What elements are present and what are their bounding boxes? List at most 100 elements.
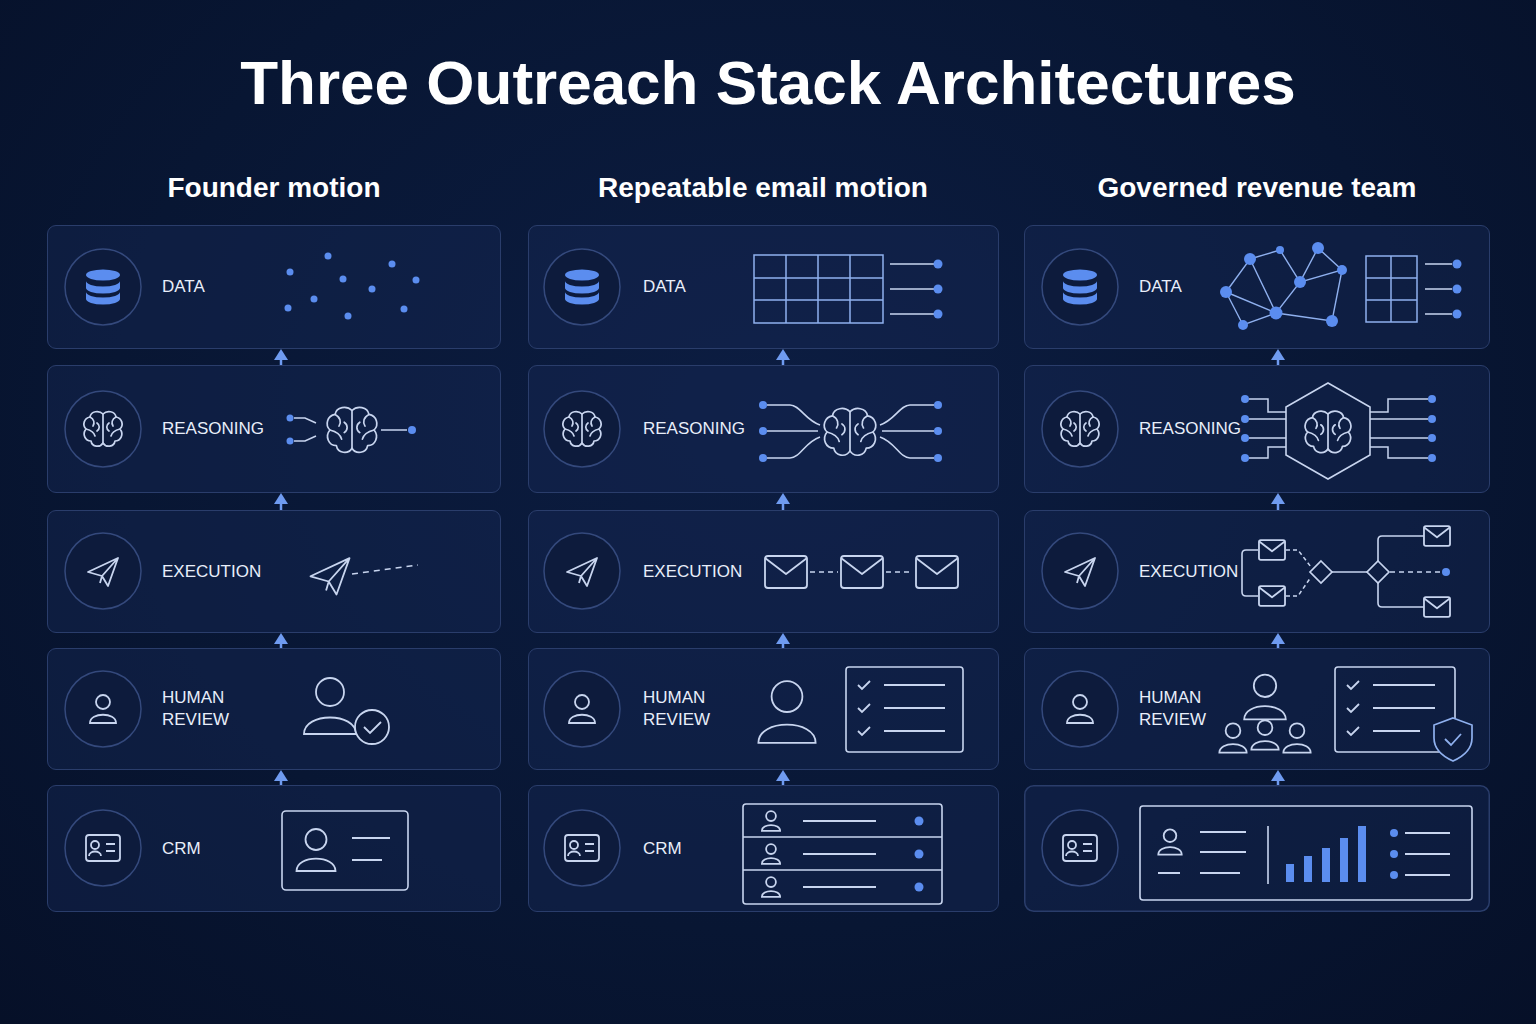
- single-contact-card: [297, 829, 336, 871]
- branching-workflow: [1242, 550, 1258, 596]
- contact-list: [743, 804, 942, 904]
- flow-arrow: [1277, 781, 1280, 785]
- data-network: [1425, 264, 1452, 314]
- governed-reasoning: [1428, 434, 1436, 442]
- column-heading: Repeatable email motion: [463, 168, 1063, 208]
- stack-layer-box: DATA: [1024, 225, 1490, 349]
- layer-icons: [565, 835, 599, 861]
- stack-layer-box: HUMAN REVIEW: [1024, 648, 1490, 770]
- flow-arrow: [1271, 633, 1285, 648]
- arrow-shaft: [1277, 643, 1280, 648]
- branching-workflow: [1286, 550, 1311, 596]
- layer-label: DATA: [1139, 276, 1249, 298]
- stack-layer-box: REASONING: [528, 365, 999, 493]
- data-network: [1244, 253, 1256, 265]
- data-table: [934, 285, 943, 294]
- crm-dashboard: [1390, 871, 1398, 879]
- arrow-shaft: [280, 359, 283, 365]
- icon-rings: [1042, 671, 1118, 747]
- governed-reasoning: [1241, 454, 1249, 462]
- scattered-data-dots: [311, 296, 318, 303]
- layer-icons: [567, 558, 597, 586]
- email-sequence: [841, 556, 883, 588]
- arrow-head: [1271, 493, 1285, 504]
- crm-dashboard: [1286, 826, 1398, 882]
- governed-reasoning: [1286, 383, 1370, 479]
- single-send: [311, 558, 350, 594]
- layer-icons: [84, 412, 122, 447]
- simple-reasoning: [327, 407, 377, 452]
- icon-rings: [65, 391, 141, 467]
- team-review: [1219, 667, 1472, 761]
- governed-reasoning: [1428, 415, 1436, 423]
- single-contact-card: [282, 811, 408, 890]
- flow-arrow: [274, 770, 288, 785]
- governed-reasoning: [1428, 454, 1436, 462]
- icon-rings: [544, 249, 620, 325]
- layer-icons: [1063, 270, 1097, 305]
- data-network: [1326, 315, 1338, 327]
- contact-list: [915, 817, 924, 826]
- layer-icons: [563, 412, 601, 447]
- data-table: [890, 264, 934, 314]
- data-network: [1270, 307, 1283, 320]
- arrow-shaft: [782, 780, 785, 785]
- arrow-shaft: [782, 503, 785, 510]
- data-network: [1312, 242, 1324, 254]
- arrow-head: [274, 633, 288, 644]
- scattered-data-dots: [345, 313, 352, 320]
- crm-dashboard: [1390, 829, 1398, 837]
- reviewer-checklist: [758, 667, 963, 752]
- layer-label: CRM: [162, 838, 272, 860]
- multi-input-reasoning: [759, 401, 942, 462]
- icon-rings: [1042, 533, 1118, 609]
- crm-box: [1025, 786, 1490, 912]
- icon-rings: [1042, 249, 1118, 325]
- single-send: [352, 565, 418, 574]
- icon-rings: [544, 533, 620, 609]
- contact-list: [743, 837, 942, 870]
- team-review: [1335, 667, 1455, 752]
- contact-list: [915, 883, 924, 892]
- layer-label: HUMAN REVIEW: [1139, 687, 1249, 731]
- scattered-data-dots: [287, 269, 294, 276]
- crm-dashboard: [1340, 838, 1348, 882]
- arrow-head: [274, 770, 288, 781]
- scattered-data-dots: [325, 253, 332, 260]
- data-network: [1453, 285, 1462, 294]
- single-send: [311, 558, 419, 594]
- layer-label: HUMAN REVIEW: [643, 687, 753, 731]
- multi-input-reasoning: [767, 405, 934, 458]
- scattered-data-dots: [340, 276, 347, 283]
- governed-reasoning: [1305, 411, 1351, 453]
- flow-arrow: [1271, 770, 1285, 785]
- icon-rings: [65, 671, 141, 747]
- layer-label: CRM: [643, 838, 753, 860]
- data-network: [1294, 276, 1306, 288]
- scattered-data-dots: [389, 261, 396, 268]
- branching-workflow: [1367, 561, 1389, 583]
- branching-workflow: [1259, 586, 1285, 606]
- arrow-head: [274, 493, 288, 504]
- crm-dashboard: [1286, 864, 1294, 882]
- data-network: [1226, 248, 1342, 325]
- layer-icons: [1061, 412, 1099, 447]
- crm-dashboard: [1140, 806, 1472, 900]
- simple-reasoning: [287, 407, 417, 452]
- crm-dashboard: [1304, 856, 1312, 882]
- layer-label: HUMAN REVIEW: [162, 687, 272, 731]
- layer-icons: [84, 270, 1099, 862]
- icon-rings: [544, 810, 620, 886]
- governed-reasoning: [1241, 434, 1249, 442]
- arrow-shaft: [782, 359, 785, 365]
- icon-rings: [65, 533, 141, 609]
- layer-label: EXECUTION: [643, 561, 753, 583]
- simple-reasoning: [408, 426, 416, 434]
- data-network: [1220, 242, 1347, 330]
- scattered-data-dots: [413, 277, 420, 284]
- arrow-shaft: [280, 643, 283, 648]
- flow-arrow: [776, 493, 790, 510]
- arrow-head: [274, 349, 288, 360]
- founder-review: [355, 710, 389, 744]
